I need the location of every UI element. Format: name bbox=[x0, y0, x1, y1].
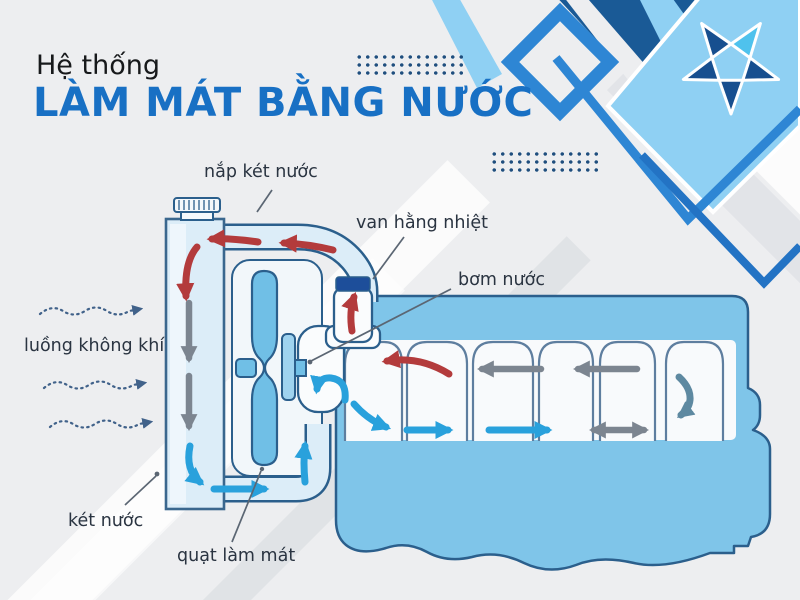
decor-chevron bbox=[552, 55, 800, 226]
label-radiator: két nước bbox=[68, 511, 144, 531]
fan-blades bbox=[250, 269, 279, 467]
star-icon bbox=[681, 22, 781, 116]
thermostat bbox=[335, 276, 371, 292]
neutral-flow-arrows bbox=[180, 299, 650, 439]
circulation-arrow bbox=[675, 373, 696, 419]
hot-flow-arrows bbox=[176, 229, 453, 378]
cool-flow-arrows bbox=[184, 374, 553, 499]
label-thermostat: van hằng nhiệt bbox=[356, 213, 488, 233]
page-title: LÀM MÁT BẰNG NƯỚC bbox=[33, 80, 534, 126]
pointer-lines bbox=[124, 189, 452, 543]
label-air-flow: luồng không khí bbox=[24, 336, 165, 356]
air-flow-arrows bbox=[38, 304, 154, 429]
decor-band bbox=[432, 0, 502, 88]
dot-grid bbox=[489, 149, 603, 172]
bottom-hose bbox=[204, 424, 332, 503]
cooling-fan bbox=[235, 269, 307, 467]
label-water-pump: bơm nước bbox=[458, 270, 545, 290]
radiator bbox=[164, 217, 226, 511]
decor-diamond-outline bbox=[500, 2, 620, 122]
label-cooling-fan: quạt làm mát bbox=[177, 546, 296, 566]
label-radiator-cap: nắp két nước bbox=[204, 162, 318, 182]
page-subtitle: Hệ thống bbox=[36, 50, 160, 81]
decor-chevron bbox=[639, 152, 800, 289]
radiator-cap bbox=[173, 197, 221, 221]
engine-block bbox=[334, 294, 772, 571]
dot-grid bbox=[354, 52, 468, 75]
